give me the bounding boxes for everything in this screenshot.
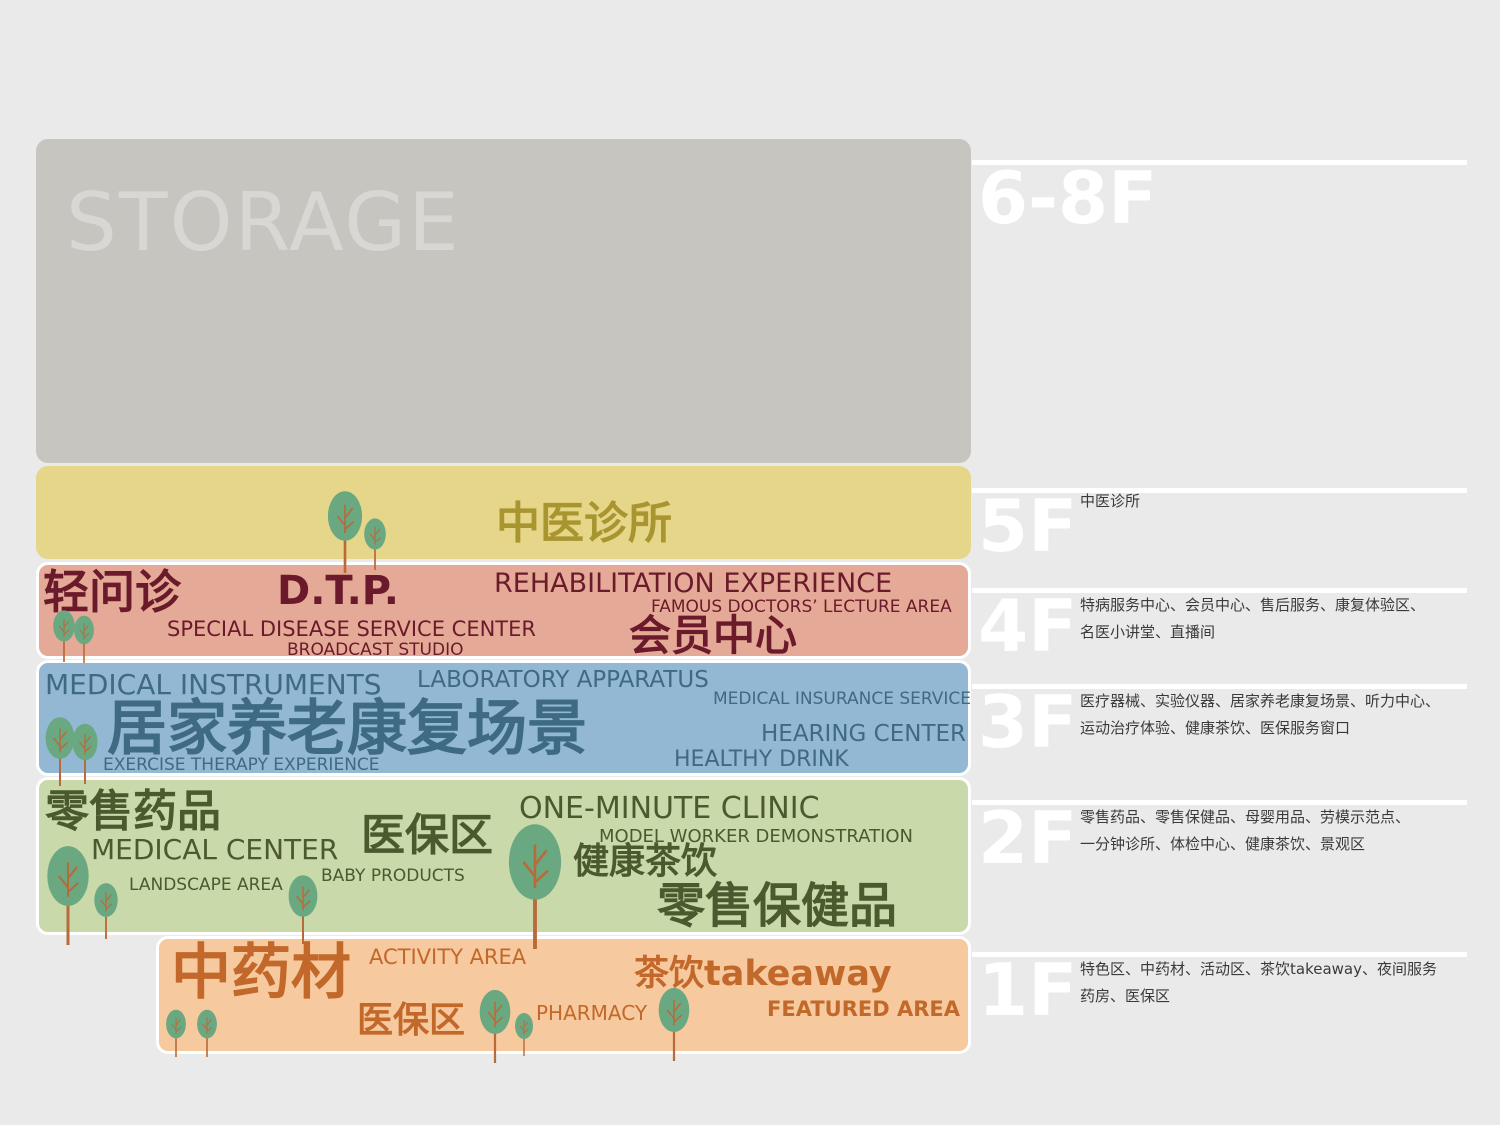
floor-3f-band: MEDICAL INSTRUMENTS LABORATORY APPARATUS…	[36, 660, 971, 776]
floor-label-4f: 4F	[978, 584, 1078, 668]
floor-line-5f	[972, 488, 1467, 493]
floor-1f-band: 中药材 ACTIVITY AREA 茶饮takeaway FEATURED AR…	[156, 936, 971, 1054]
floor-description-3f: 医疗器械、实验仪器、居家养老康复场景、听力中心、 运动治疗体验、健康茶饮、医保服…	[1080, 692, 1441, 737]
laboratory-label: LABORATORY APPARATUS	[417, 667, 709, 693]
floor-label-3f: 3F	[978, 680, 1078, 764]
light-consult-label: 轻问诊	[43, 565, 181, 619]
floor-description-4f: 特病服务中心、会员中心、售后服务、康复体验区、 名医小讲堂、直播间	[1080, 596, 1426, 641]
floor-line-4f	[972, 588, 1467, 593]
member-center-label: 会员中心	[629, 611, 798, 660]
rehab-label: REHABILITATION EXPERIENCE	[494, 568, 893, 599]
storage-label: STORAGE	[66, 176, 461, 269]
model-worker-label: MODEL WORKER DEMONSTRATION	[599, 826, 914, 847]
floor-description-2f: 零售药品、零售保健品、母婴用品、劳模示范点、 一分钟诊所、体检中心、健康茶饮、景…	[1080, 808, 1411, 853]
floor-label-5f: 5F	[978, 484, 1078, 568]
floor-4f-band: 轻问诊 D.T.P. REHABILITATION EXPERIENCE FAM…	[36, 562, 971, 659]
floor-line-6-8f	[972, 160, 1467, 165]
insurance-zone-2f-label: 医保区	[361, 810, 493, 861]
medical-instruments-label: MEDICAL INSTRUMENTS	[45, 668, 382, 701]
elderly-rehab-label: 居家养老康复场景	[107, 694, 587, 764]
floor-label-1f: 1F	[978, 948, 1078, 1032]
retail-supplements-label: 零售保健品	[657, 878, 898, 934]
floor-description-5f: 中医诊所	[1080, 492, 1141, 510]
dtp-label: D.T.P.	[277, 568, 399, 614]
floor-line-2f	[972, 800, 1467, 805]
tea-takeaway-label: 茶饮takeaway	[634, 954, 892, 994]
insurance-service-label: MEDICAL INSURANCE SERVICE	[713, 689, 972, 709]
floor-label-2f: 2F	[978, 796, 1078, 880]
exercise-therapy-label: EXERCISE THERAPY EXPERIENCE	[103, 755, 380, 775]
hearing-center-label: HEARING CENTER	[761, 721, 967, 747]
retail-drugs-label: 零售药品	[45, 786, 221, 837]
lecture-label: FAMOUS DOCTORS’ LECTURE AREA	[651, 597, 952, 617]
floor-description-1f: 特色区、中药材、活动区、茶饮takeaway、夜间服务 药房、医保区	[1080, 960, 1437, 1005]
storage-band: STORAGE	[36, 139, 971, 463]
tcm-clinic-label: 中医诊所	[496, 498, 672, 549]
health-tea-label: 健康茶饮	[573, 841, 718, 882]
special-disease-label: SPECIAL DISEASE SERVICE CENTER	[167, 617, 536, 641]
broadcast-label: BROADCAST STUDIO	[287, 640, 464, 660]
one-minute-clinic-label: ONE-MINUTE CLINIC	[519, 791, 820, 826]
floor-2f-band: 零售药品 ONE-MINUTE CLINIC MODEL WORKER DEMO…	[36, 777, 971, 935]
featured-area-label: FEATURED AREA	[767, 997, 960, 1021]
insurance-zone-1f-label: 医保区	[357, 1000, 466, 1041]
floor-line-1f	[972, 952, 1467, 957]
medical-center-label: MEDICAL CENTER	[91, 833, 339, 866]
floor-line-3f	[972, 684, 1467, 689]
floor-label-6-8f: 6-8F	[978, 156, 1158, 240]
activity-area-label: ACTIVITY AREA	[369, 945, 527, 969]
healthy-drink-label: HEALTHY DRINK	[674, 747, 849, 772]
herbs-label: 中药材	[171, 938, 351, 1008]
floor-5f-band: 中医诊所	[36, 466, 971, 559]
baby-products-label: BABY PRODUCTS	[321, 866, 465, 886]
landscape-label: LANDSCAPE AREA	[129, 875, 283, 895]
pharmacy-label: PHARMACY	[536, 1001, 648, 1025]
